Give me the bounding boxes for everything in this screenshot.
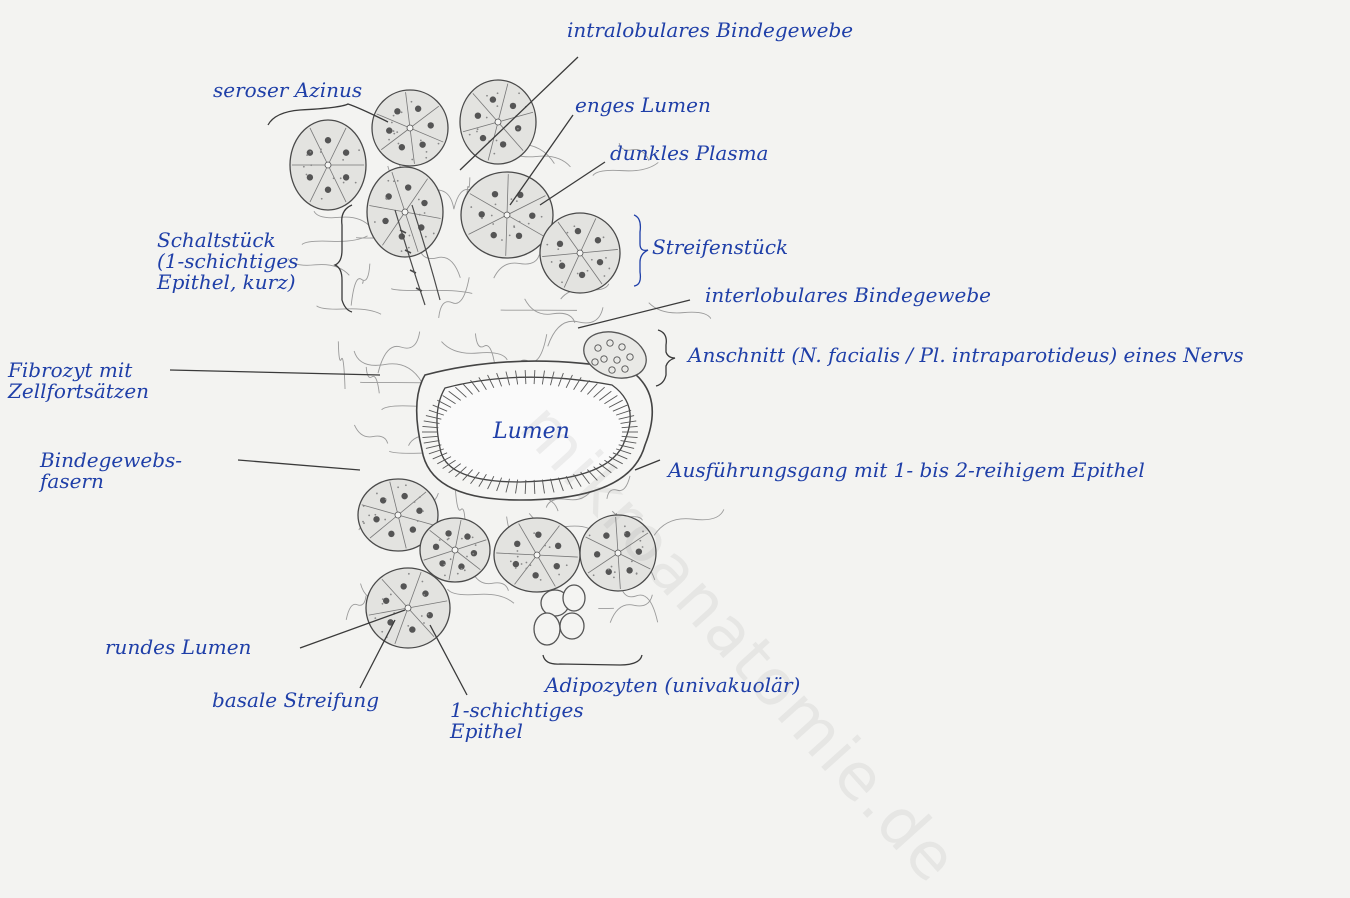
label-fibrocyte: Fibrozyt mit Zellfortsätzen (8, 360, 149, 402)
label-line: Schaltstück (157, 230, 298, 251)
acinus (366, 568, 450, 648)
acinus (290, 120, 366, 210)
label-interlobular-connective-tissue: interlobulares Bindegewebe (705, 285, 991, 306)
label-lumen: Lumen (493, 420, 570, 443)
label-line: Bindegewebs- (40, 450, 182, 471)
label-excretory-duct: Ausführungsgang mit 1- bis 2-reihigem Ep… (668, 460, 1145, 481)
acinus (420, 518, 490, 582)
label-adipocytes: Adipozyten (univakuolär) (545, 675, 800, 696)
acinus (461, 172, 553, 258)
label-dark-plasma: dunkles Plasma (610, 143, 768, 164)
label-line: Zellfortsätzen (8, 381, 149, 402)
acinus (460, 80, 536, 164)
label-intralobular-connective-tissue: intralobulares Bindegewebe (567, 20, 853, 41)
label-intercalated-duct: Schaltstück (1-schichtiges Epithel, kurz… (157, 230, 298, 293)
adipocytes (534, 585, 585, 645)
label-round-lumen: rundes Lumen (105, 637, 251, 658)
acinus (372, 90, 448, 166)
label-basal-striation: basale Streifung (212, 690, 379, 711)
acinus (540, 213, 620, 293)
label-narrow-lumen: enges Lumen (575, 95, 711, 116)
acinus (494, 518, 580, 592)
label-line: (1-schichtiges (157, 251, 298, 272)
label-nerve-section: Anschnitt (N. facialis / Pl. intraparoti… (688, 345, 1244, 366)
label-line: Fibrozyt mit (8, 360, 149, 381)
label-single-layer-epithelium: 1-schichtiges Epithel (450, 700, 584, 742)
label-line: Epithel, kurz) (157, 272, 298, 293)
label-line: fasern (40, 471, 182, 492)
label-striated-duct: Streifenstück (652, 237, 788, 258)
label-line: 1-schichtiges (450, 700, 584, 721)
label-connective-fibers: Bindegewebs- fasern (40, 450, 182, 492)
label-line: Epithel (450, 721, 584, 742)
label-serous-acinus: seroser Azinus (213, 80, 362, 101)
